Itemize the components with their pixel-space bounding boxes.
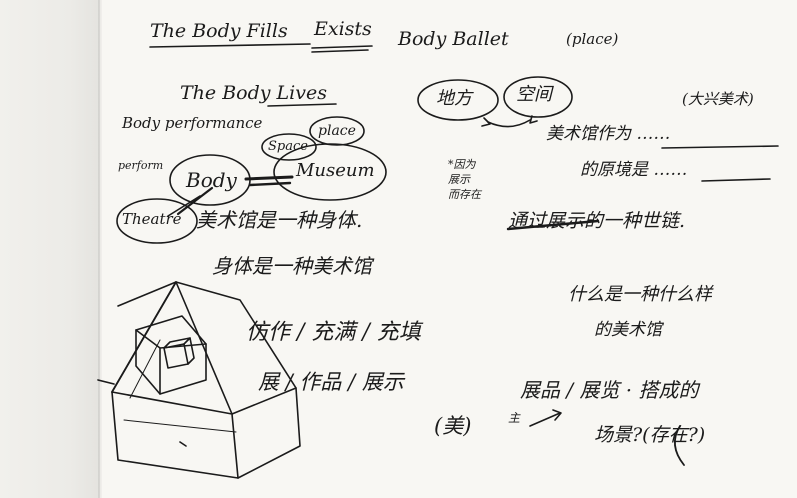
underline-title bbox=[149, 43, 311, 48]
line-body-lives: The Body Lives bbox=[180, 82, 327, 104]
underline-exists bbox=[311, 45, 373, 49]
line-body-performance: Body performance bbox=[122, 114, 263, 132]
line-cn-art-museum: 的美术馆 bbox=[594, 320, 662, 340]
line-cn-body-museum: 身体是一种美术馆 bbox=[212, 254, 372, 278]
label-cn-beauty: (美) bbox=[434, 414, 472, 438]
left-page-edge bbox=[0, 0, 100, 498]
house-sketch bbox=[97, 281, 301, 479]
label-space: Space bbox=[268, 139, 308, 154]
circle-museum bbox=[273, 143, 387, 201]
label-cn-case: (大兴美术) bbox=[682, 90, 754, 108]
line-cn-exhibit: 展品 / 展览 · 搭成的 bbox=[520, 378, 699, 402]
circle-space bbox=[503, 76, 573, 118]
right-page bbox=[102, 0, 797, 498]
label-theatre: Theatre bbox=[122, 210, 182, 228]
line-cn-museum-body: 美术馆是一种身体. bbox=[196, 208, 363, 232]
line-place-paren: (place) bbox=[566, 30, 619, 48]
line-cn-display-way: 通过展示的一种世链. bbox=[508, 210, 686, 232]
line-cn-environment: 的原境是 …… bbox=[580, 160, 688, 180]
line-cn-museum-works: 美术馆作为 …… bbox=[546, 124, 671, 144]
page-fold-shadow bbox=[98, 0, 102, 498]
circle-theatre bbox=[116, 198, 198, 244]
label-museum: Museum bbox=[296, 160, 375, 181]
label-body: Body bbox=[186, 168, 237, 192]
line-cn-ending: 场景?(存在?) bbox=[594, 424, 706, 446]
label-cn-place: 地方 bbox=[436, 88, 472, 109]
label-cn-to: 主 bbox=[508, 411, 521, 425]
line-cn-row2: 展 / 作品 / 展示 bbox=[258, 370, 404, 394]
label-cn-space: 空间 bbox=[516, 84, 552, 105]
line-cn-what-kind: 什么是一种什么样 bbox=[568, 284, 712, 305]
line-cn-row1: 仿作 / 充满 / 充填 bbox=[246, 320, 421, 345]
underline-lives bbox=[267, 103, 337, 107]
line-body-fills: The Body Fills bbox=[150, 20, 288, 42]
label-perform: perform bbox=[118, 159, 164, 172]
line-exists: Exists bbox=[314, 18, 372, 40]
circle-place bbox=[417, 79, 499, 121]
double-arrow bbox=[487, 119, 531, 128]
label-place: place bbox=[318, 123, 356, 139]
note-cn-small: *因为 展示 而存在 bbox=[448, 158, 481, 201]
line-body-ballet: Body Ballet bbox=[398, 28, 509, 50]
